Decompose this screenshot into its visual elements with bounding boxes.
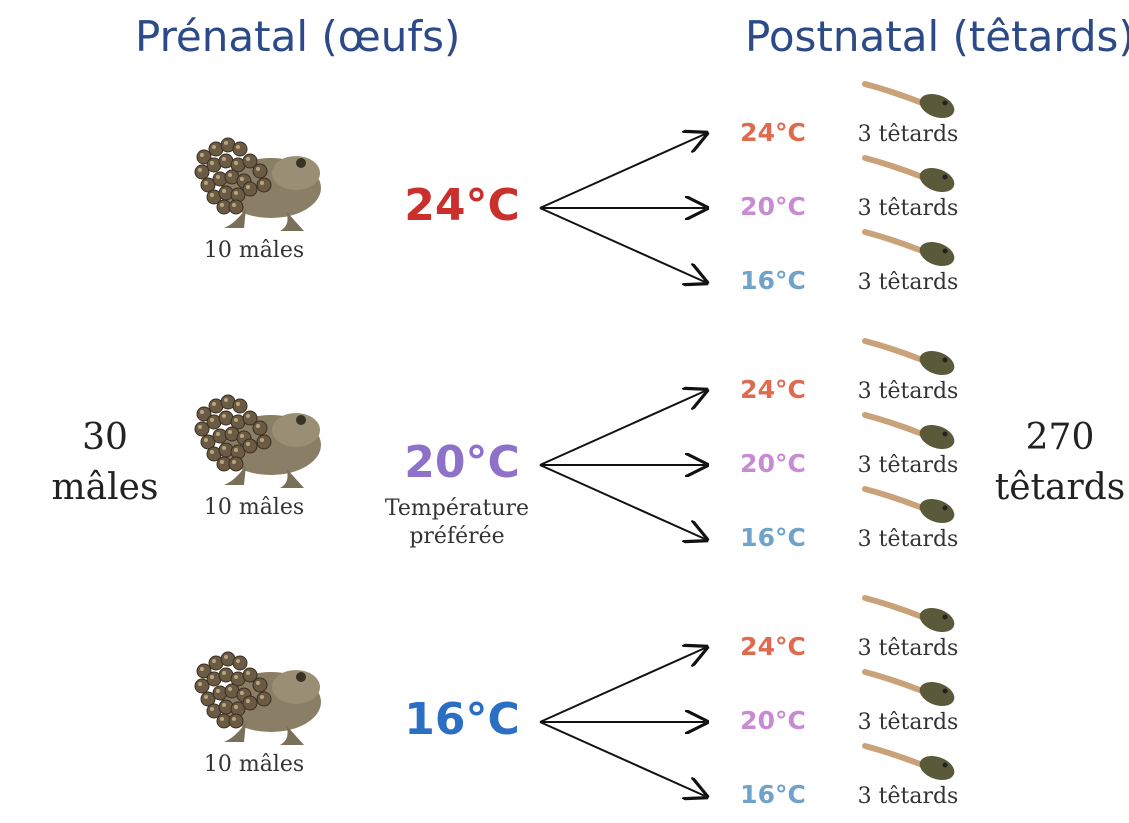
tadpole-count-label: 3 têtards	[857, 122, 959, 147]
tadpole-icon	[855, 738, 965, 787]
prenatal-header: Prénatal (œufs)	[135, 12, 461, 61]
total-tadpoles: 270 têtards	[990, 413, 1129, 513]
tadpole-count-label: 3 têtards	[857, 710, 959, 735]
total-males: 30 mâles	[45, 413, 165, 513]
total-tadpoles-count: 270	[1025, 417, 1095, 458]
tadpole-icon	[855, 150, 965, 199]
postnatal-temperature: 24°C	[740, 375, 806, 404]
tadpole-icon	[855, 407, 965, 456]
tadpole-count-label: 3 têtards	[857, 270, 959, 295]
prenatal-temperature: 20°C	[404, 437, 520, 488]
toad-carrying-eggs-icon	[176, 123, 326, 237]
tadpole-count-label: 3 têtards	[857, 379, 959, 404]
arrow	[539, 207, 705, 282]
total-males-word: mâles	[51, 467, 159, 508]
toad-carrying-eggs-icon	[176, 380, 326, 494]
postnatal-temperature: 24°C	[740, 118, 806, 147]
arrow	[539, 134, 705, 209]
males-label: 10 mâles	[203, 495, 305, 520]
tadpole-count-label: 3 têtards	[857, 784, 959, 809]
postnatal-temperature: 16°C	[740, 780, 806, 809]
tadpole-count-label: 3 têtards	[857, 196, 959, 221]
toad-carrying-eggs-icon	[176, 637, 326, 751]
tadpole-icon	[855, 481, 965, 530]
males-label: 10 mâles	[203, 752, 305, 777]
tadpole-icon	[855, 590, 965, 639]
postnatal-temperature: 20°C	[740, 706, 806, 735]
postnatal-temperature: 20°C	[740, 192, 806, 221]
tadpole-icon	[855, 76, 965, 125]
postnatal-temperature: 16°C	[740, 523, 806, 552]
postnatal-temperature: 20°C	[740, 449, 806, 478]
males-label: 10 mâles	[203, 238, 305, 263]
arrow	[539, 721, 705, 796]
tadpole-icon	[855, 664, 965, 713]
postnatal-temperature: 24°C	[740, 632, 806, 661]
tadpole-count-label: 3 têtards	[857, 453, 959, 478]
arrow	[539, 391, 705, 466]
total-males-count: 30	[82, 417, 128, 458]
prenatal-temperature: 16°C	[404, 694, 520, 745]
postnatal-header: Postnatal (têtards)	[745, 12, 1129, 61]
arrow	[539, 648, 705, 723]
tadpole-icon	[855, 224, 965, 273]
total-tadpoles-word: têtards	[994, 467, 1126, 508]
preferred-temperature-note: Température préférée	[384, 496, 530, 549]
tadpole-count-label: 3 têtards	[857, 527, 959, 552]
arrow	[539, 464, 705, 539]
tadpole-icon	[855, 333, 965, 382]
postnatal-temperature: 16°C	[740, 266, 806, 295]
tadpole-count-label: 3 têtards	[857, 636, 959, 661]
prenatal-temperature: 24°C	[404, 180, 520, 231]
